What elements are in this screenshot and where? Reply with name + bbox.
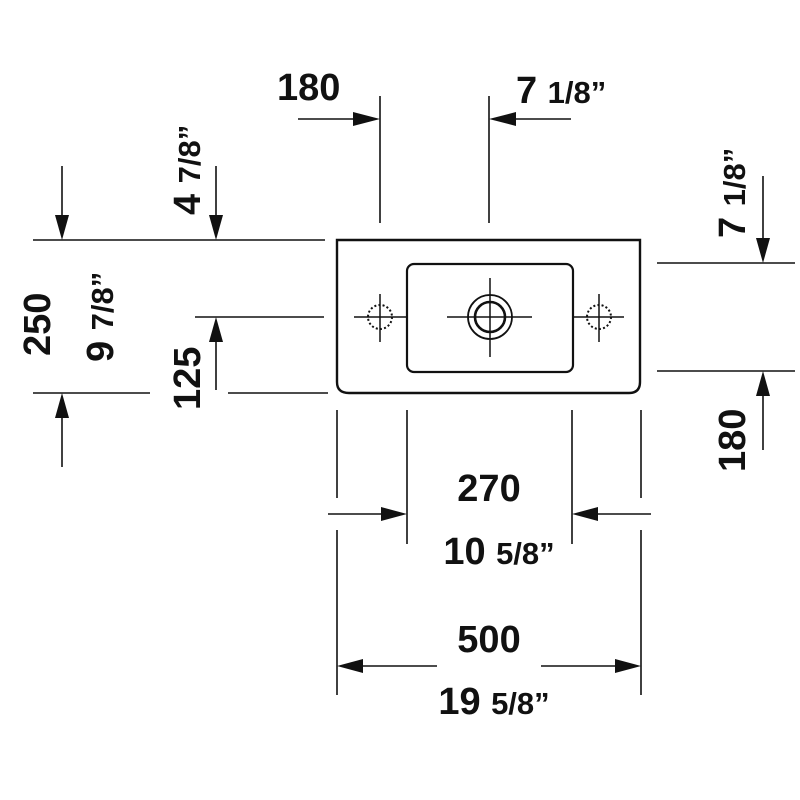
label-7-1-8-top: 7 1/8” (516, 70, 606, 112)
label-180-top: 180 (277, 67, 340, 109)
arrow-down-icon (756, 238, 770, 263)
arrow-left-icon (572, 507, 598, 521)
dimension-right-7-1-8: 7 1/8” (712, 148, 770, 263)
dimension-bottom-500: 500 19 5/8” (337, 619, 641, 723)
arrow-right-icon (615, 659, 641, 673)
label-19-5-8: 19 5/8” (438, 681, 549, 723)
dimension-left-250: 250 9 7/8” (17, 166, 122, 467)
label-250: 250 (17, 293, 59, 356)
tap-hole-right-icon (573, 294, 624, 342)
basin-outline (335, 238, 642, 395)
dimension-top-7-1-8: 7 1/8” (488, 70, 606, 223)
label-9-7-8: 9 7/8” (80, 272, 122, 362)
label-500: 500 (457, 619, 520, 661)
arrow-down-icon (55, 215, 69, 240)
dimension-bottom-270: 270 10 5/8” (328, 468, 651, 573)
dimension-left-4-7-8: 4 7/8” (167, 125, 223, 240)
dimension-top-180: 180 (277, 67, 381, 223)
inner-bowl (405, 262, 575, 374)
label-180-right: 180 (712, 409, 754, 472)
label-10-5-8: 10 5/8” (443, 531, 554, 573)
drain-icon (447, 278, 532, 357)
label-270: 270 (457, 468, 520, 510)
dimension-right-180: 180 (712, 371, 770, 472)
arrow-up-icon (209, 317, 223, 342)
arrow-up-icon (55, 393, 69, 418)
tap-hole-left-icon (354, 294, 407, 342)
dimension-left-125: 125 (167, 317, 223, 410)
arrow-up-icon (756, 371, 770, 396)
arrow-right-icon (353, 112, 380, 126)
label-125: 125 (167, 347, 209, 410)
arrow-left-icon (489, 112, 516, 126)
arrow-left-icon (337, 659, 363, 673)
arrow-down-icon (209, 215, 223, 240)
label-7-1-8-right: 7 1/8” (712, 148, 754, 238)
arrow-right-icon (381, 507, 407, 521)
label-4-7-8: 4 7/8” (167, 125, 209, 215)
